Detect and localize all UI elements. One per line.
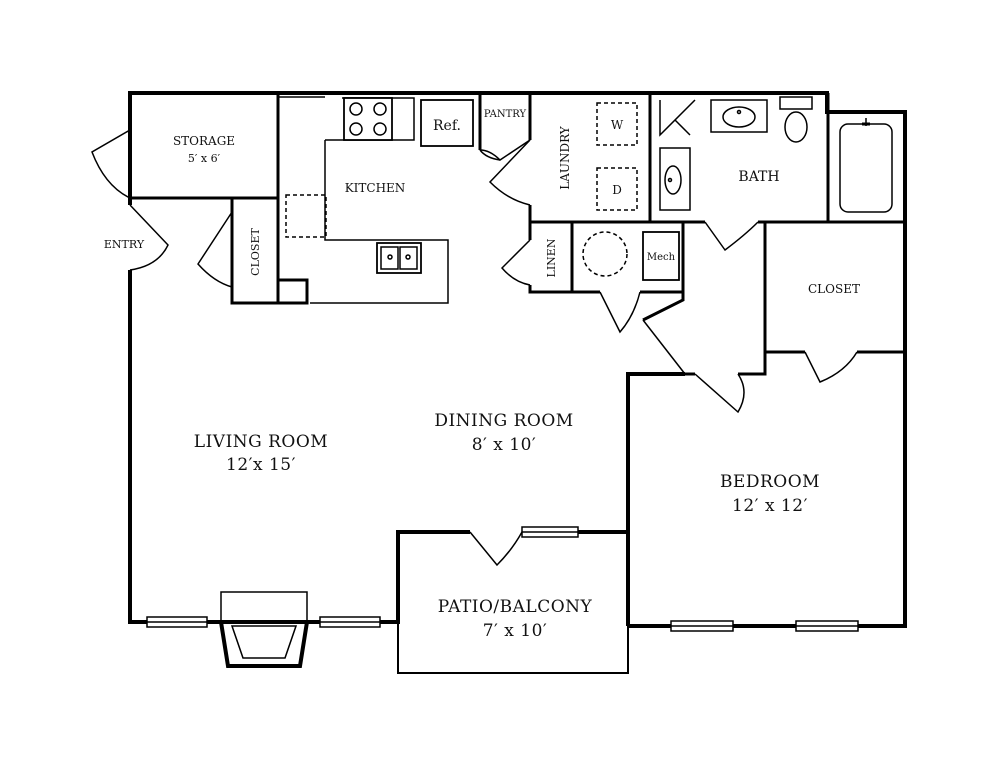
bath-label: BATH (738, 169, 779, 185)
kitchen-fixtures (278, 96, 474, 304)
dining-room-size: 8′ x 10′ (472, 435, 537, 455)
washer-label: W (611, 118, 624, 132)
mech-label: Mech (647, 252, 676, 263)
laundry-machines (596, 102, 638, 211)
storage-label: STORAGE (173, 134, 235, 148)
entry-closet-label: CLOSET (249, 228, 262, 276)
laundry-label: LAUNDRY (558, 125, 572, 190)
fireplace (218, 591, 310, 668)
patio-size: 7′ x 10′ (483, 621, 548, 641)
patio-label: PATIO/BALCONY (438, 597, 593, 617)
doors (91, 99, 858, 567)
refrigerator-label: Ref. (433, 118, 461, 134)
kitchen-label: KITCHEN (345, 181, 406, 195)
storage-size: 5′ x 6′ (188, 152, 221, 165)
patio-outline (397, 622, 629, 674)
interior-walls (130, 93, 905, 376)
living-room-size: 12′x 15′ (226, 455, 296, 475)
living-room-label: LIVING ROOM (194, 432, 328, 452)
dryer-label: D (612, 183, 622, 197)
linen-label: LINEN (545, 238, 558, 277)
room-labels: STORAGE 5′ x 6′ KITCHEN Ref. PANTRY LAUN… (104, 109, 860, 641)
mech-fixtures (582, 231, 680, 281)
exterior-walls (128, 91, 907, 628)
bedroom-closet-label: CLOSET (808, 282, 860, 296)
bath-fixtures (659, 96, 893, 213)
dining-room-label: DINING ROOM (434, 411, 573, 431)
bedroom-size: 12′ x 12′ (732, 496, 808, 516)
entry-label: ENTRY (104, 238, 145, 251)
windows (146, 526, 859, 632)
pantry-label: PANTRY (484, 109, 527, 120)
bedroom-label: BEDROOM (720, 472, 820, 492)
